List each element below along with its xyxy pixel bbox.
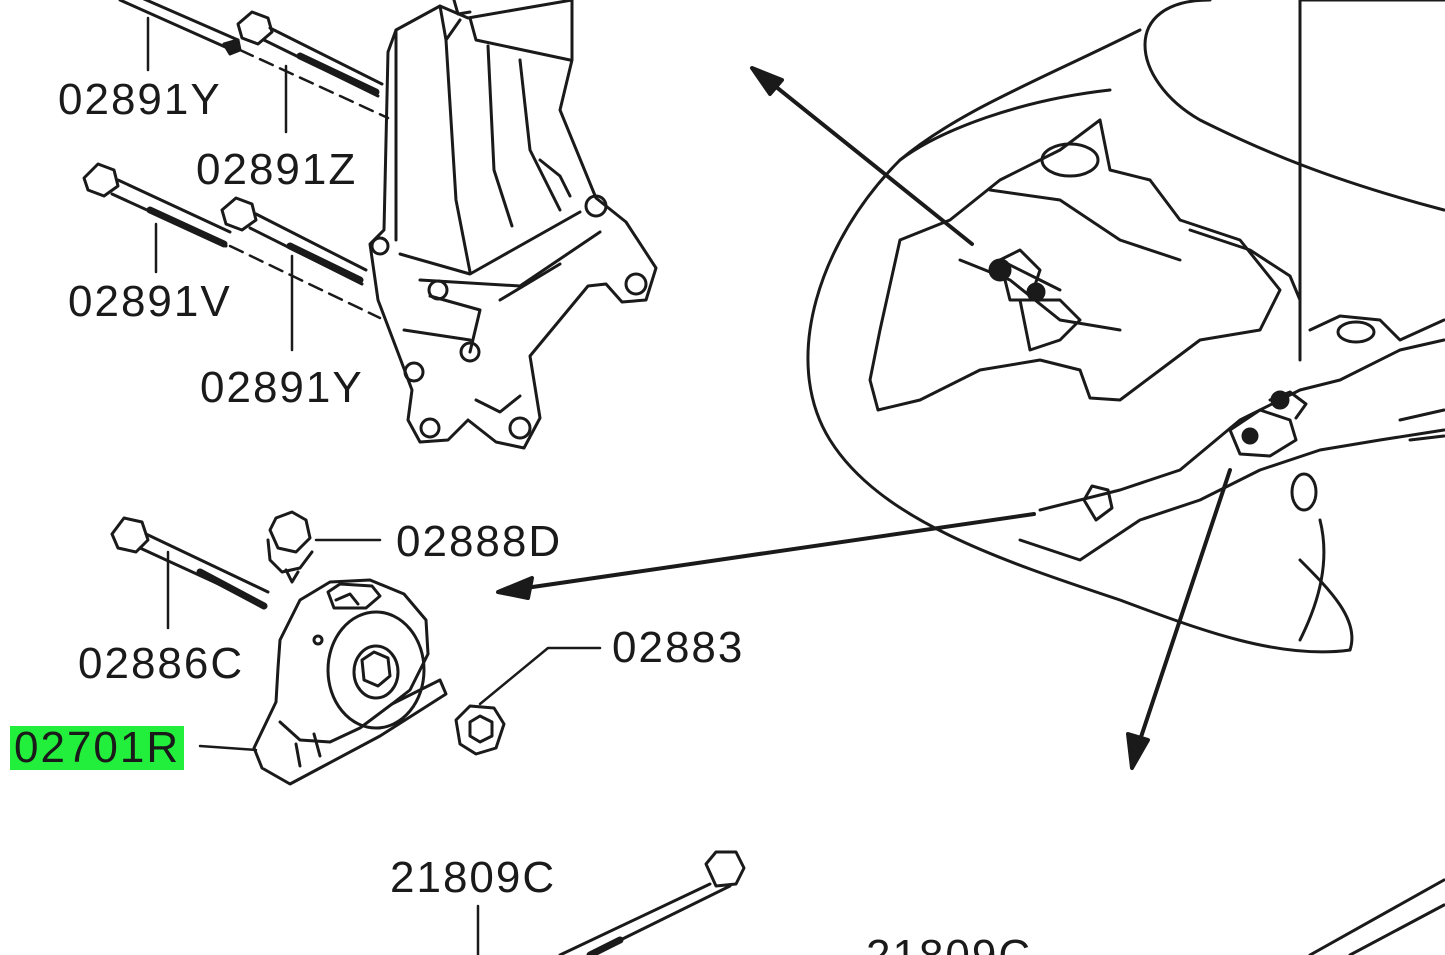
label-02891v[interactable]: 02891V (68, 277, 232, 326)
nut-02883[interactable] (454, 704, 506, 756)
nut-02888d[interactable] (266, 510, 314, 584)
label-02883[interactable]: 02883 (612, 623, 745, 672)
bolt-02891v[interactable] (82, 162, 232, 248)
arrow-top-right (750, 66, 974, 246)
label-02891z[interactable]: 02891Z (196, 145, 358, 194)
label-02886c[interactable]: 02886C (78, 639, 245, 688)
frame-assembly[interactable] (806, 0, 1445, 654)
bolt-02886c[interactable] (110, 516, 270, 610)
label-02701r-highlighted[interactable]: 02701R (10, 726, 185, 770)
bolt-bottom-right[interactable] (1308, 878, 1445, 955)
label-02891y-top[interactable]: 02891Y (58, 75, 222, 124)
engine-bracket[interactable] (368, 0, 658, 450)
arrow-to-frame (496, 512, 1036, 600)
bolt-02891z[interactable] (236, 10, 384, 98)
bolt-21809c[interactable] (558, 850, 746, 955)
label-02888d[interactable]: 02888D (396, 517, 563, 566)
engine-mount-02701r[interactable] (252, 578, 448, 786)
leader-02701r (198, 744, 258, 752)
leader-lines-top (146, 16, 390, 352)
label-21809c-partial[interactable]: 21809C (866, 934, 1032, 955)
arrow-down (1126, 468, 1232, 770)
bolt-02891y-lower[interactable] (220, 196, 368, 286)
label-21809c[interactable]: 21809C (390, 853, 557, 902)
bolt-02891y-top[interactable] (118, 0, 242, 56)
label-02891y-lower[interactable]: 02891Y (200, 363, 364, 412)
leader-02883 (478, 646, 602, 706)
